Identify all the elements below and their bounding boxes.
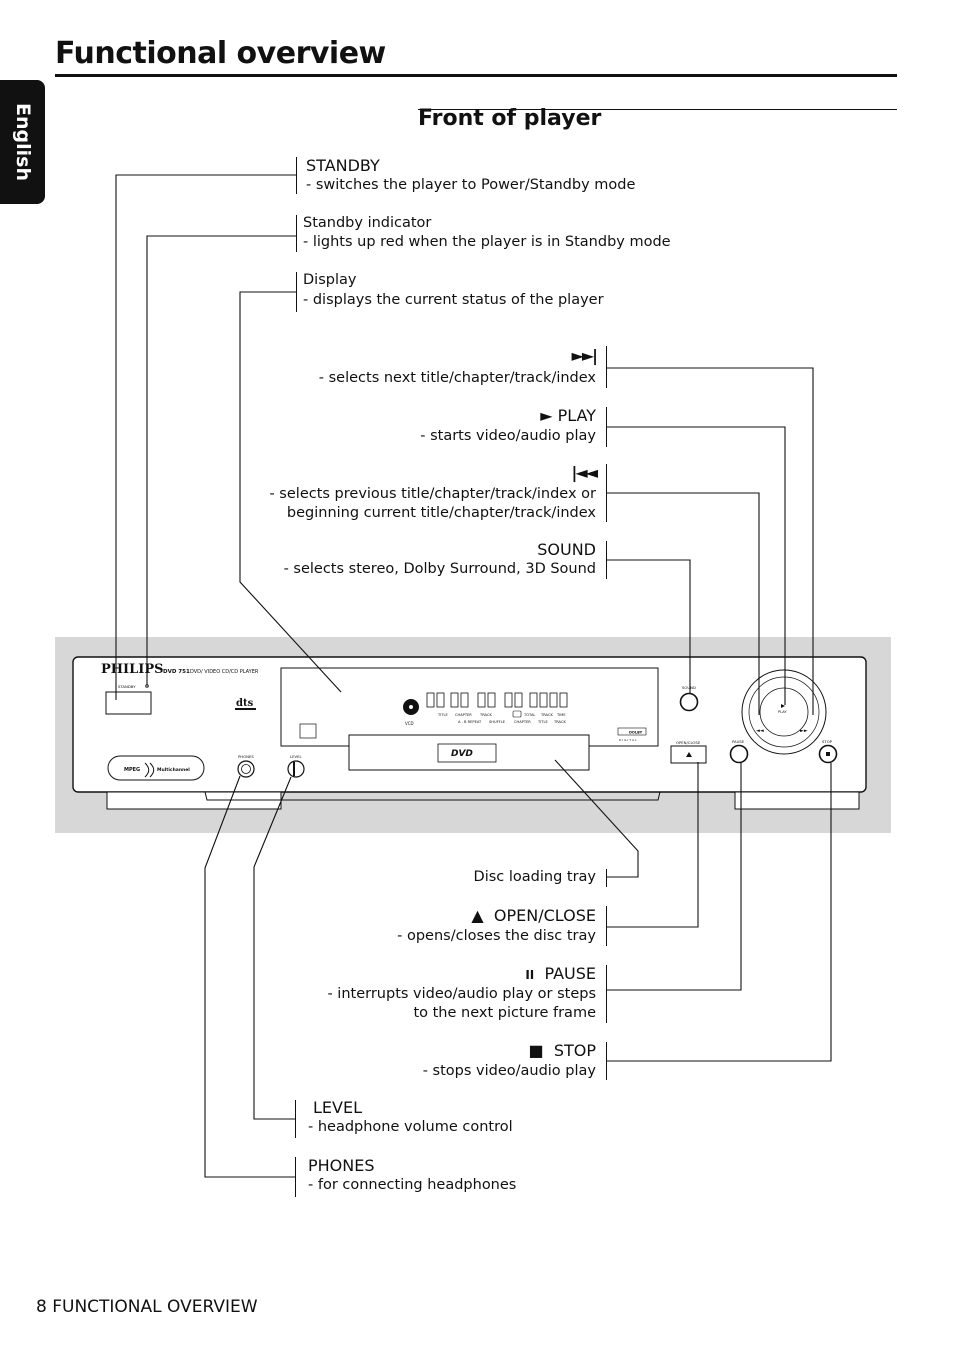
language-tab: English: [0, 80, 45, 204]
segment-display: [426, 692, 568, 708]
page-title: Functional overview: [55, 36, 386, 71]
phones-desc: - for connecting headphones: [308, 1177, 517, 1193]
title-rule: [55, 74, 897, 77]
next-symbol: ►►|: [571, 346, 598, 365]
svg-text:DVD: DVD: [451, 749, 473, 759]
svg-text:MPEG: MPEG: [124, 767, 140, 773]
standby-button[interactable]: [105, 691, 152, 715]
phones-title: PHONES: [308, 1156, 375, 1175]
level-label: LEVEL: [290, 754, 303, 759]
svg-text:TIME: TIME: [556, 713, 566, 717]
display-indicators-row1: TITLE CHAPTER TRACK TOTAL TRACK TIME: [437, 713, 566, 717]
sound-label: SOUND: [682, 685, 696, 690]
standby-title: STANDBY: [306, 156, 380, 175]
previous-button[interactable]: ◄◄: [756, 728, 764, 734]
play-symbol: ►: [540, 406, 553, 425]
dts-logo: dts: [236, 698, 254, 709]
mpeg-multichannel-logo: [107, 755, 205, 781]
play-desc: - starts video/audio play: [420, 428, 596, 444]
svg-text:DOLBY: DOLBY: [629, 731, 643, 735]
svg-text:CHAPTER: CHAPTER: [455, 713, 472, 717]
digital-logo: D I G I T A L: [619, 738, 637, 742]
device-model-desc: DVD/ VIDEO CD/CD PLAYER: [190, 669, 259, 675]
stop-label: STOP: [822, 739, 833, 744]
dolby-logo: [617, 727, 647, 736]
section-title: Front of player: [418, 106, 602, 131]
play-label: PLAY: [778, 710, 787, 714]
standby-label: STANDBY: [118, 684, 136, 689]
phones-jack[interactable]: [237, 760, 255, 778]
pause-button[interactable]: [729, 744, 749, 764]
standby-desc: - switches the player to Power/Standby m…: [306, 177, 636, 193]
sound-title: SOUND: [537, 540, 596, 559]
display-desc: - displays the current status of the pla…: [303, 292, 604, 308]
previous-symbol: |◄◄: [571, 463, 598, 482]
standby-indicator-title: Standby indicator: [303, 215, 432, 231]
cd-logo: [299, 723, 317, 739]
svg-text:TRACK: TRACK: [479, 713, 492, 717]
next-button[interactable]: ►►: [800, 728, 808, 734]
svg-text:TOTAL: TOTAL: [523, 713, 535, 717]
level-knob[interactable]: [287, 760, 305, 778]
open-close-desc: - opens/closes the disc tray: [397, 928, 596, 944]
section-rule: [418, 109, 897, 110]
sound-button[interactable]: [679, 692, 699, 712]
page-footer: 8 FUNCTIONAL OVERVIEW: [36, 1297, 258, 1317]
phones-label: PHONES: [238, 754, 254, 759]
device-model: DVD 751: [163, 669, 190, 675]
play-button[interactable]: [759, 687, 809, 737]
disc-tray-title: Disc loading tray: [473, 869, 596, 885]
display-indicators-row2: A - B REPEAT SHUFFLE CHAPTER TITLE TRACK: [458, 720, 566, 724]
svg-text:Multichannel: Multichannel: [157, 767, 190, 773]
previous-desc-2: beginning current title/chapter/track/in…: [286, 505, 596, 521]
stop-title: ■ STOP: [528, 1041, 596, 1060]
svg-text:TRACK: TRACK: [553, 720, 566, 724]
svg-text:CHAPTER: CHAPTER: [514, 720, 531, 724]
open-close-label: OPEN/CLOSE: [676, 740, 701, 745]
pause-symbol: II: [525, 968, 535, 982]
svg-text:TRACK: TRACK: [540, 713, 553, 717]
open-close-symbol: ▲: [471, 906, 484, 925]
dvd-logo: [437, 743, 497, 763]
standby-indicator-desc: - lights up red when the player is in St…: [303, 234, 671, 250]
sound-desc: - selects stereo, Dolby Surround, 3D Sou…: [283, 561, 596, 577]
stop-desc: - stops video/audio play: [422, 1063, 596, 1079]
next-desc: - selects next title/chapter/track/index: [318, 370, 596, 386]
vcd-label: VCD: [405, 721, 414, 726]
pause-label: PAUSE: [732, 739, 745, 744]
svg-text:TITLE: TITLE: [537, 720, 548, 724]
open-close-title: ▲ OPEN/CLOSE: [471, 906, 596, 925]
pause-title: II PAUSE: [525, 964, 596, 983]
display-panel: [280, 667, 659, 747]
previous-desc-1: - selects previous title/chapter/track/i…: [269, 486, 596, 502]
pause-desc-2: to the next picture frame: [413, 1005, 596, 1021]
svg-text:A - B REPEAT: A - B REPEAT: [458, 720, 482, 724]
svg-text:SHUFFLE: SHUFFLE: [489, 720, 506, 724]
leader-lines: [115, 174, 832, 1178]
level-desc: - headphone volume control: [308, 1119, 513, 1135]
display-title: Display: [303, 272, 357, 288]
play-title: ► PLAY: [540, 406, 596, 425]
level-title: LEVEL: [313, 1098, 362, 1117]
pause-desc-1: - interrupts video/audio play or steps: [327, 986, 596, 1002]
stop-symbol: ■: [528, 1041, 544, 1060]
device-brand: PHILIPS: [101, 662, 164, 677]
dvd-player-front: PHILIPS DVD 751 DVD/ VIDEO CD/CD PLAYER …: [72, 656, 867, 810]
svg-text:TITLE: TITLE: [437, 713, 448, 717]
